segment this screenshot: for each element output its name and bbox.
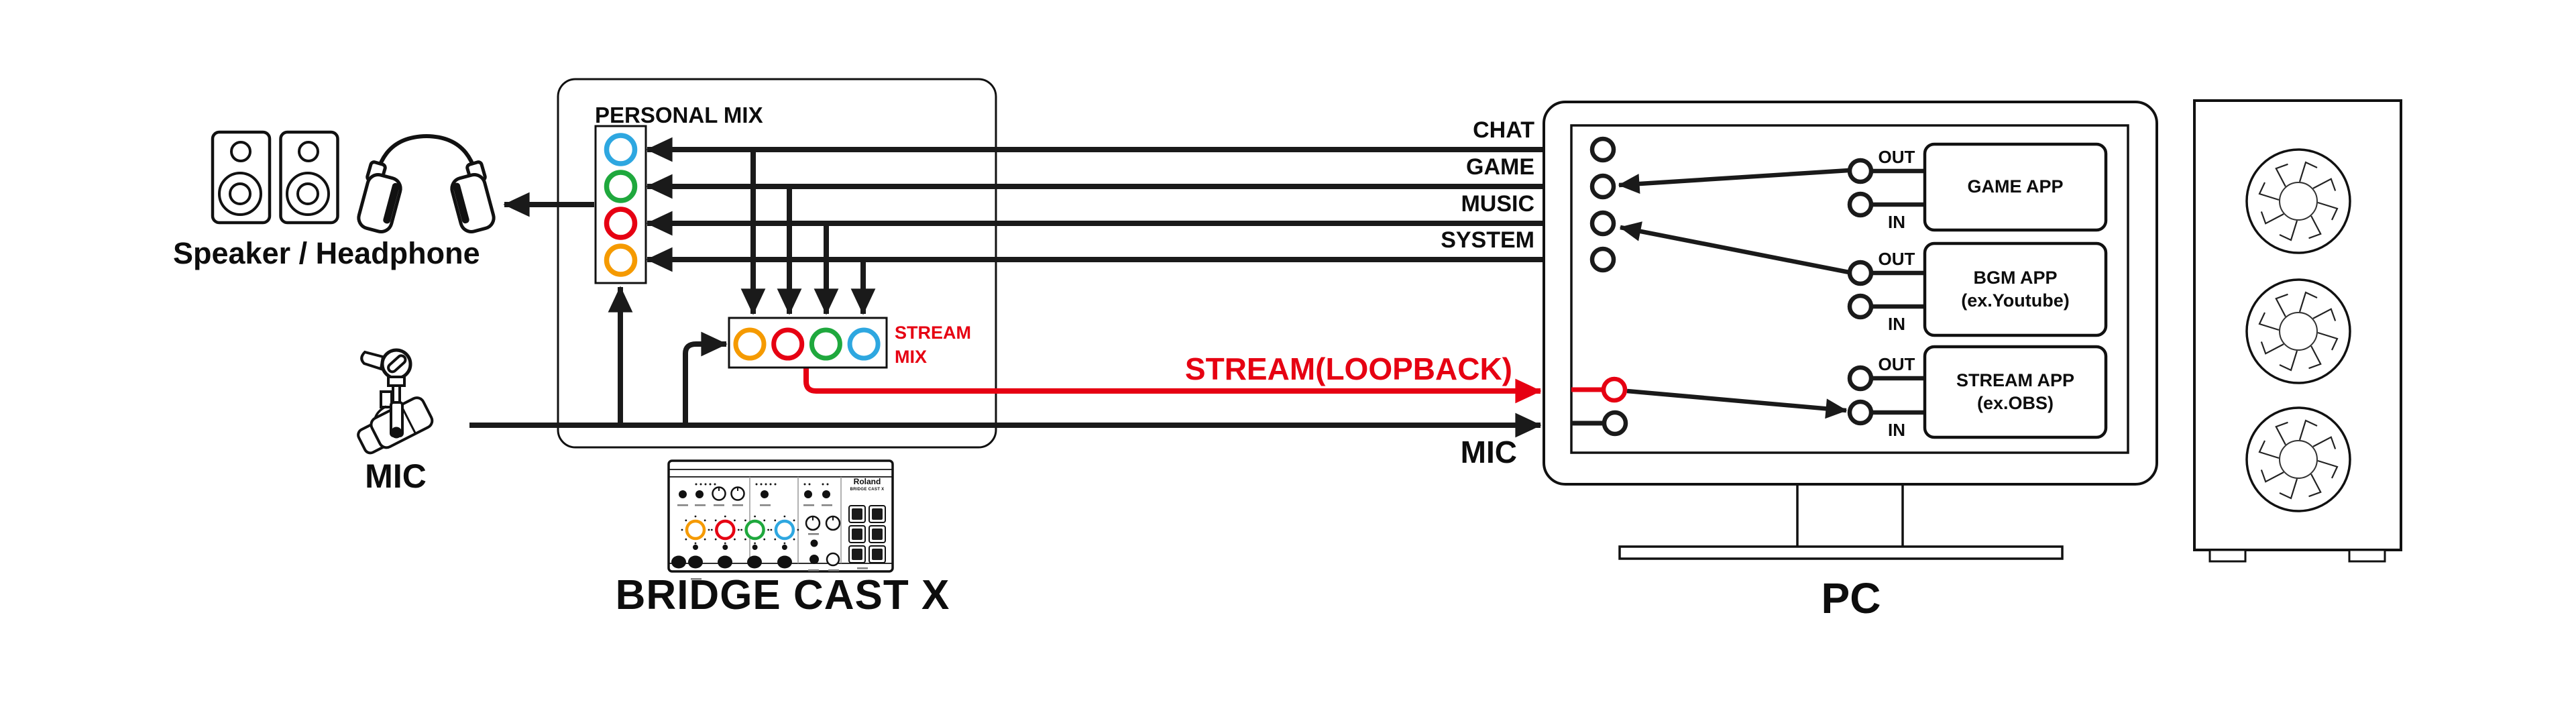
- device-brand-label: Roland: [853, 477, 881, 486]
- port-bgmapp-in: [1847, 293, 1874, 320]
- personal-mix-label: PERSONAL MIX: [595, 103, 763, 127]
- gameapp-out-label: OUT: [1878, 147, 1915, 167]
- port-music: [1589, 210, 1616, 237]
- speaker-headphone-label: Speaker / Headphone: [173, 236, 480, 270]
- stream-mix-label-line2: MIX: [895, 347, 928, 368]
- port-streamapp-in: [1847, 399, 1874, 426]
- personal-mix-ring-orange: [604, 243, 638, 277]
- device-mid-controls: [805, 515, 841, 567]
- app-boxes: [1923, 142, 2108, 439]
- bgm-app-sub: (ex.Youtube): [1961, 290, 2070, 311]
- device-knob-green: [744, 519, 765, 541]
- device-knob-red: [715, 519, 736, 541]
- stream-mix-box: [728, 317, 888, 369]
- personal-mix-ring-green: [604, 170, 638, 203]
- stream-mix-label-line1: STREAM: [895, 323, 971, 343]
- tower-fan-icon: [2245, 278, 2351, 384]
- device-label-bars: [677, 504, 868, 580]
- bridge-cast-device: [667, 459, 894, 580]
- port-chat: [1589, 136, 1616, 163]
- bgm-app-name: BGM APP: [1973, 267, 2058, 288]
- port-gameapp-out: [1847, 158, 1874, 184]
- device-control-buttons: [848, 505, 886, 563]
- mic-icon: [357, 348, 434, 455]
- port-bgmapp-out: [1847, 260, 1874, 286]
- device-knob-orange: [685, 519, 706, 541]
- tower-fan-icon: [2245, 148, 2351, 254]
- stream-app-sub: (ex.OBS): [1976, 392, 2054, 413]
- bus-label-system: SYSTEM: [1441, 227, 1534, 253]
- port-mic: [1602, 410, 1628, 437]
- personal-mix-ring-blue: [604, 133, 638, 166]
- stream-app-label: STREAM APP (ex.OBS): [1925, 347, 2106, 437]
- loopback-line: [803, 368, 1542, 404]
- pc-tower: [2193, 99, 2402, 563]
- bridge-cast-caption: BRIDGE CAST X: [615, 572, 950, 618]
- stream-mix-ring-orange: [733, 327, 767, 361]
- gameapp-in-label: IN: [1888, 212, 1905, 232]
- port-streamapp-out: [1847, 365, 1874, 392]
- pc-caption: PC: [1821, 574, 1881, 622]
- bus-lines: [469, 137, 1592, 438]
- game-app-name: GAME APP: [1967, 176, 2064, 197]
- streamapp-out-label: OUT: [1878, 354, 1915, 374]
- stream-mix-ring-blue: [847, 327, 881, 361]
- bus-label-chat: CHAT: [1473, 117, 1534, 143]
- bgm-app-box: [1923, 241, 2108, 337]
- personal-mix-ring-red: [604, 207, 638, 240]
- port-system: [1589, 246, 1616, 273]
- stream-app-name: STREAM APP: [1956, 370, 2074, 390]
- game-app-box: [1923, 142, 2108, 232]
- stream-app-box: [1923, 345, 2108, 439]
- tower-fan-icon: [2245, 406, 2351, 512]
- bgmapp-out-label: OUT: [1878, 249, 1915, 269]
- device-top-controls: [679, 486, 830, 501]
- bus-label-music: MUSIC: [1461, 191, 1534, 217]
- headphone-icon: [357, 133, 496, 233]
- personal-mix-strip: [594, 125, 647, 284]
- device-tick-dots: [695, 483, 829, 486]
- stream-mix-rings: [733, 327, 881, 361]
- mic-line-label: MIC: [1460, 435, 1517, 469]
- bgm-app-label: BGM APP (ex.Youtube): [1925, 243, 2106, 335]
- personal-mix-rings: [604, 133, 638, 277]
- mic-label: MIC: [365, 457, 427, 495]
- tower-fans: [2245, 148, 2351, 512]
- stream-mix-label: STREAM MIX: [895, 323, 971, 367]
- port-game: [1589, 173, 1616, 200]
- device-mute-buttons: [671, 555, 792, 569]
- port-loopback: [1601, 376, 1628, 403]
- device-color-knobs: [681, 515, 799, 550]
- bridge-cast-box: [557, 78, 997, 449]
- pc-ports: [1589, 136, 1874, 437]
- stream-mix-ring-red: [771, 327, 805, 361]
- game-app-label: GAME APP: [1925, 144, 2106, 230]
- stream-loopback-label: STREAM(LOOPBACK): [1184, 351, 1512, 386]
- device-model-label: BRIDGE CAST X: [850, 488, 885, 492]
- bgmapp-in-label: IN: [1888, 314, 1905, 334]
- pc-wiring: [1571, 168, 1926, 426]
- port-gameapp-in: [1847, 191, 1874, 218]
- speakers-icon: [211, 130, 339, 225]
- streamapp-in-label: IN: [1888, 420, 1905, 440]
- stream-mix-ring-green: [809, 327, 842, 361]
- device-knob-blue: [774, 519, 795, 541]
- bus-label-game: GAME: [1466, 154, 1534, 180]
